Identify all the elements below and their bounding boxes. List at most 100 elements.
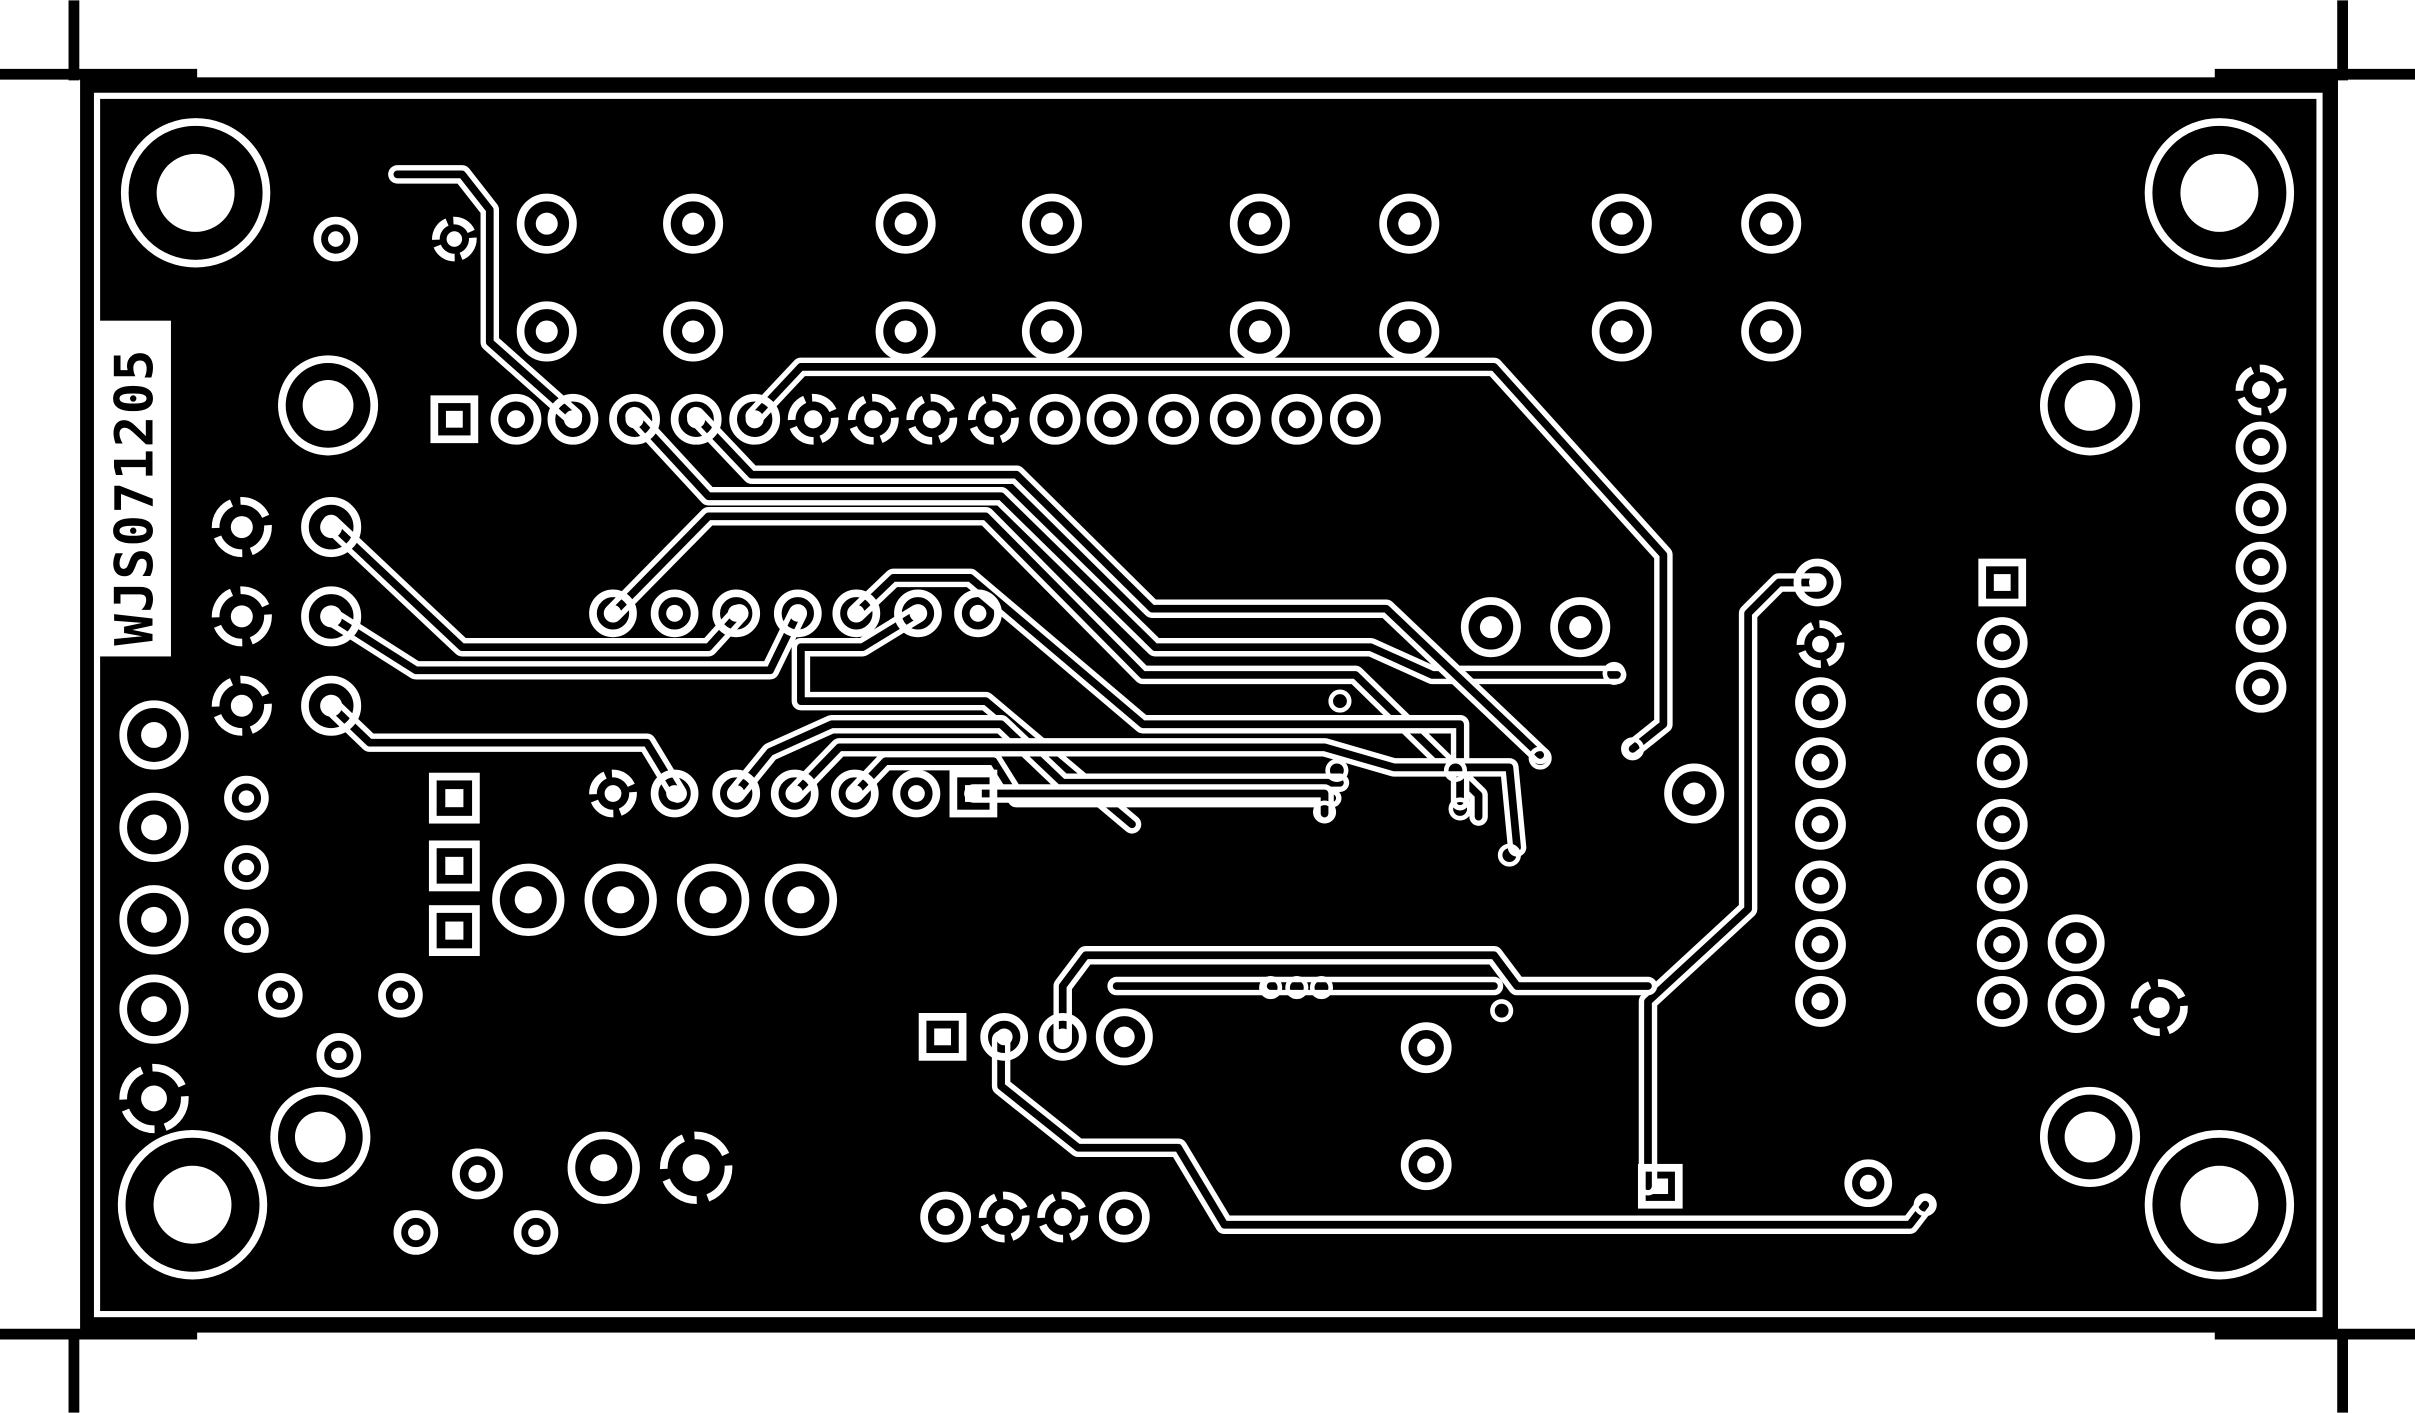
connector-pad-drill bbox=[1610, 212, 1633, 235]
pad-drill bbox=[272, 987, 289, 1004]
connector-pad-drill bbox=[1398, 212, 1421, 235]
header-pin bbox=[1976, 919, 2028, 970]
header-pin-drill bbox=[1993, 815, 2012, 834]
board-edge-line bbox=[93, 92, 2323, 1318]
header-pin-thermal bbox=[787, 393, 839, 445]
connector-pad bbox=[1229, 301, 1290, 362]
mounting-hole-drill bbox=[2180, 1165, 2259, 1244]
connector-pad bbox=[1229, 193, 1290, 254]
power-pad-drill bbox=[320, 605, 343, 628]
large-pad bbox=[676, 863, 750, 936]
pad-thermal-drill bbox=[2148, 997, 2170, 1018]
pad-drill bbox=[331, 1047, 347, 1064]
board-id-label-box bbox=[97, 320, 171, 657]
pad-drill bbox=[1113, 1026, 1135, 1048]
header-pin-1-thermal bbox=[2235, 364, 2287, 416]
pad bbox=[313, 216, 359, 262]
edge-connector-pad-drill bbox=[141, 814, 167, 841]
connector-pad-drill bbox=[1610, 320, 1633, 343]
track-copper bbox=[630, 412, 1622, 679]
mounting-hole-small bbox=[278, 355, 379, 456]
connector-pad bbox=[1741, 301, 1802, 362]
pad bbox=[1400, 1139, 1452, 1191]
ic-pin bbox=[773, 589, 822, 638]
mounting-hole-small-drill bbox=[2064, 379, 2116, 431]
pad bbox=[316, 1033, 362, 1078]
large-pad-drill bbox=[514, 886, 542, 914]
connector-pad-drill bbox=[1040, 212, 1063, 235]
mounting-hole-small-drill bbox=[2064, 1111, 2116, 1163]
header-pin bbox=[1976, 737, 2028, 789]
header-pin-drill bbox=[1993, 753, 2012, 772]
edge-connector-pad bbox=[119, 792, 189, 863]
board-id-label: WJS071205 bbox=[97, 320, 171, 657]
header-pin-drill bbox=[1287, 410, 1306, 429]
pad bbox=[452, 1148, 503, 1200]
pad-drill bbox=[936, 1208, 955, 1227]
pad-drill bbox=[2065, 994, 2087, 1015]
pad-drill bbox=[2065, 932, 2087, 954]
header-pin-drill bbox=[1811, 935, 1830, 954]
pad-drill bbox=[1859, 1174, 1877, 1192]
header-pin bbox=[1795, 677, 1846, 729]
edge-connector-thermal-drill bbox=[141, 1085, 167, 1112]
pad-drill bbox=[408, 1224, 424, 1241]
pad bbox=[393, 1210, 439, 1255]
pad-drill bbox=[327, 231, 344, 247]
ic-pin-drill bbox=[727, 604, 745, 622]
header-pin bbox=[2235, 541, 2287, 593]
via bbox=[1259, 976, 1283, 1000]
header-pin-drill bbox=[506, 410, 526, 429]
mounting-hole-drill bbox=[153, 1165, 232, 1244]
header-pin-drill bbox=[1993, 935, 2012, 954]
header-pin-drill bbox=[1226, 410, 1245, 429]
square-pad-drill bbox=[445, 921, 464, 940]
copper-tracks bbox=[321, 165, 1935, 1235]
power-pad-drill bbox=[320, 516, 343, 539]
header-pin-thermal-drill bbox=[922, 410, 941, 429]
connector-pad-drill bbox=[894, 212, 917, 235]
track-copper bbox=[609, 512, 1483, 821]
connector-pad bbox=[1379, 301, 1440, 362]
large-pad bbox=[567, 1131, 640, 1204]
pad-drill bbox=[238, 859, 255, 876]
power-pad bbox=[301, 497, 362, 558]
mounting-hole-small bbox=[2039, 1086, 2141, 1188]
via bbox=[1528, 746, 1552, 770]
pad bbox=[1400, 1022, 1452, 1074]
pad-drill bbox=[1115, 1208, 1134, 1227]
mounting-hole-small-drill bbox=[294, 1111, 346, 1163]
header-pin bbox=[1271, 393, 1323, 445]
header-pin-drill bbox=[1811, 693, 1830, 712]
large-pad-drill bbox=[590, 1154, 618, 1182]
connector-pad bbox=[1379, 193, 1440, 254]
component-pads bbox=[117, 118, 2295, 1280]
connector-pad bbox=[663, 193, 724, 254]
pad-thermal-drill bbox=[995, 1208, 1014, 1227]
connector-pad-drill bbox=[535, 212, 558, 235]
header-pin-drill bbox=[563, 410, 583, 429]
header-pin bbox=[1976, 976, 2028, 1027]
header-pin-thermal-drill bbox=[984, 410, 1003, 429]
ic-pin-thermal bbox=[589, 769, 637, 818]
header-pin-drill bbox=[1164, 410, 1183, 429]
power-pad-thermal-drill bbox=[230, 694, 253, 717]
edge-connector-pad-drill bbox=[141, 996, 167, 1023]
mounting-hole-drill bbox=[156, 153, 235, 232]
pad-drill bbox=[1054, 1028, 1072, 1046]
pad bbox=[2047, 976, 2105, 1034]
power-pad-thermal bbox=[211, 497, 272, 558]
pad-drill bbox=[1417, 1155, 1436, 1174]
mounting-hole bbox=[2144, 1130, 2295, 1280]
via bbox=[1448, 797, 1472, 821]
header-pin-drill bbox=[1811, 992, 1830, 1011]
header-pin-drill bbox=[1993, 876, 2012, 895]
pad bbox=[1664, 763, 1725, 824]
pad bbox=[1793, 558, 1842, 607]
header-pin bbox=[729, 393, 781, 445]
square-pad bbox=[918, 1012, 967, 1061]
header-pin-drill bbox=[1811, 753, 1830, 772]
square-pad-drill bbox=[934, 1028, 951, 1046]
connector-pad-drill bbox=[894, 320, 917, 343]
